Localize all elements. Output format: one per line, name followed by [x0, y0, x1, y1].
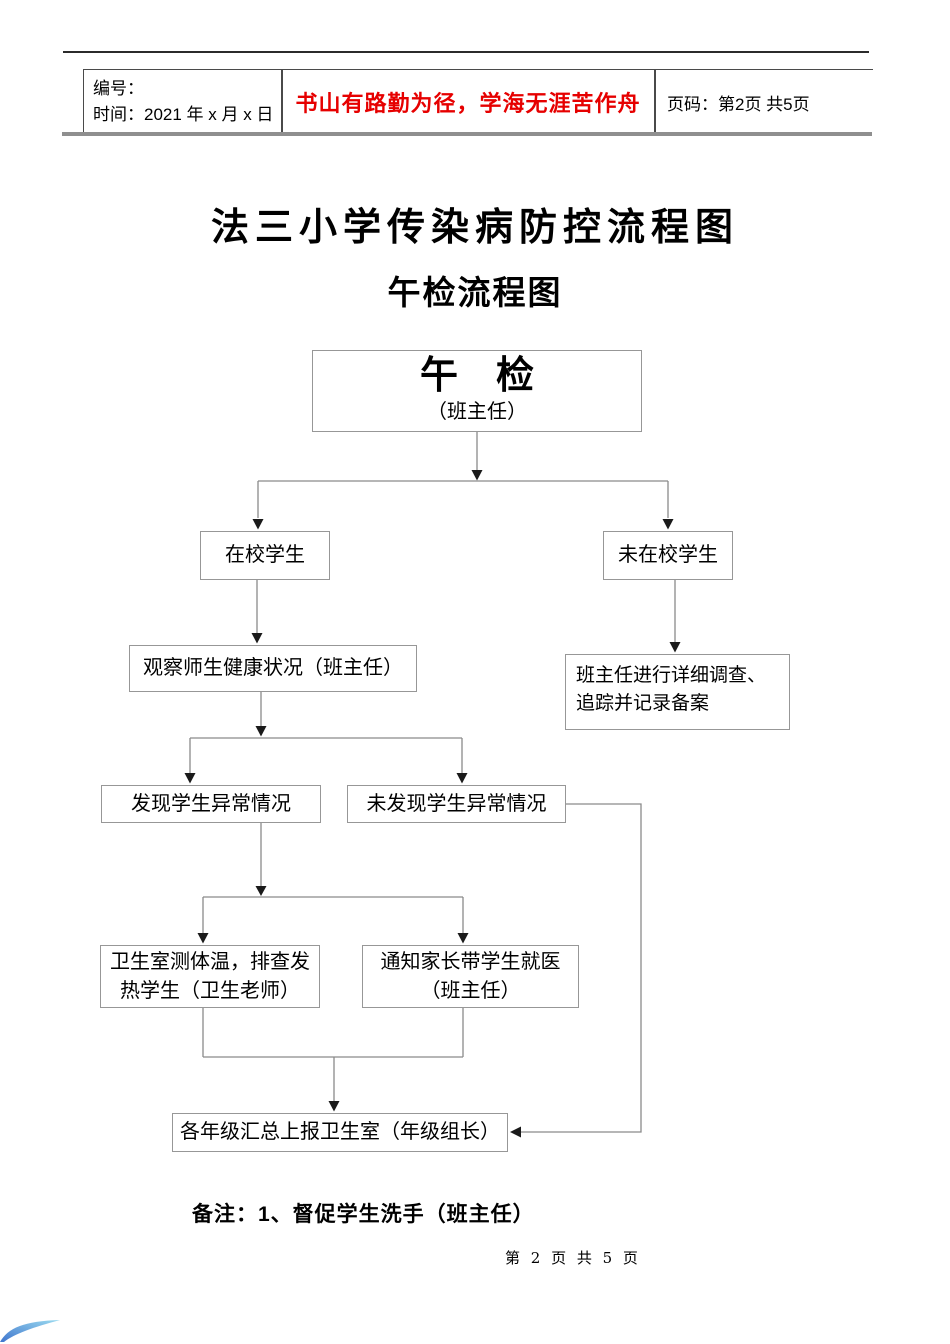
box-text: 午 检	[419, 354, 534, 397]
box-text-line2: 热学生（卫生老师）	[120, 979, 300, 1002]
box-text: 发现学生异常情况	[131, 792, 291, 815]
box-text: 在校学生	[225, 544, 305, 566]
flow-box-clinic-temperature-check: 卫生室测体温，排查发 热学生（卫生老师）	[100, 945, 320, 1008]
box-text-line2: （班主任）	[420, 979, 521, 1002]
flow-box-students-at-school: 在校学生	[200, 531, 330, 580]
page-subtitle: 午检流程图	[387, 274, 563, 311]
connector-lines	[189, 432, 676, 1133]
code-label: 编号：	[93, 79, 144, 98]
header-cell-slogan: 书山有路勤为径，学海无涯苦作舟	[282, 70, 654, 134]
box-text: 班主任进行详细调查、	[576, 665, 767, 686]
flow-box-noon-check: 午 检 （班主任）	[312, 350, 642, 432]
box-text: 通知家长带学生就医	[380, 950, 561, 973]
box-subtext: （班主任）	[427, 401, 527, 424]
flow-box-students-not-at-school: 未在校学生	[603, 531, 733, 580]
time-label: 时间：2021 年 x 月 x 日	[93, 104, 274, 124]
box-text: 未发现学生异常情况	[366, 792, 547, 815]
header-bottom-rule	[62, 132, 872, 136]
page-title: 法三小学传染病防控流程图	[210, 204, 739, 249]
corner-decoration	[0, 1320, 60, 1342]
header-table: 编号： 时间：2021 年 x 月 x 日 书山有路勤为径，学海无涯苦作舟 页码…	[83, 69, 873, 134]
footer-page-number: 第 2 页 共 5 页	[505, 1249, 641, 1267]
top-rule	[63, 51, 869, 53]
flow-box-teacher-investigate: 班主任进行详细调查、 追踪并记录备案	[565, 654, 790, 730]
box-text: 各年级汇总上报卫生室（年级组长）	[180, 1121, 500, 1143]
header-divider-1	[281, 70, 283, 134]
box-text: 观察师生健康状况（班主任）	[143, 657, 403, 679]
page-number-label: 页码：第2页 共5页	[667, 94, 810, 114]
note-text: 备注：1、督促学生洗手（班主任）	[192, 1203, 535, 1226]
flow-box-abnormal-found: 发现学生异常情况	[101, 785, 321, 823]
flowchart-connectors	[184, 432, 681, 1138]
header-divider-2	[654, 70, 656, 134]
box-text-line2: 追踪并记录备案	[576, 692, 710, 714]
flow-box-grade-report: 各年级汇总上报卫生室（年级组长）	[172, 1113, 508, 1152]
flow-box-observe-health: 观察师生健康状况（班主任）	[129, 645, 417, 692]
slogan-text: 书山有路勤为径，学海无涯苦作舟	[295, 91, 641, 116]
flow-box-no-abnormal-found: 未发现学生异常情况	[347, 785, 566, 823]
box-text: 卫生室测体温，排查发	[110, 950, 310, 973]
header-cell-code: 编号： 时间：2021 年 x 月 x 日	[93, 70, 278, 140]
header-cell-page: 页码：第2页 共5页	[654, 70, 886, 134]
box-text: 未在校学生	[618, 544, 718, 566]
connector-arrowheads	[184, 470, 681, 1138]
flow-box-notify-parents: 通知家长带学生就医 （班主任）	[362, 945, 579, 1008]
